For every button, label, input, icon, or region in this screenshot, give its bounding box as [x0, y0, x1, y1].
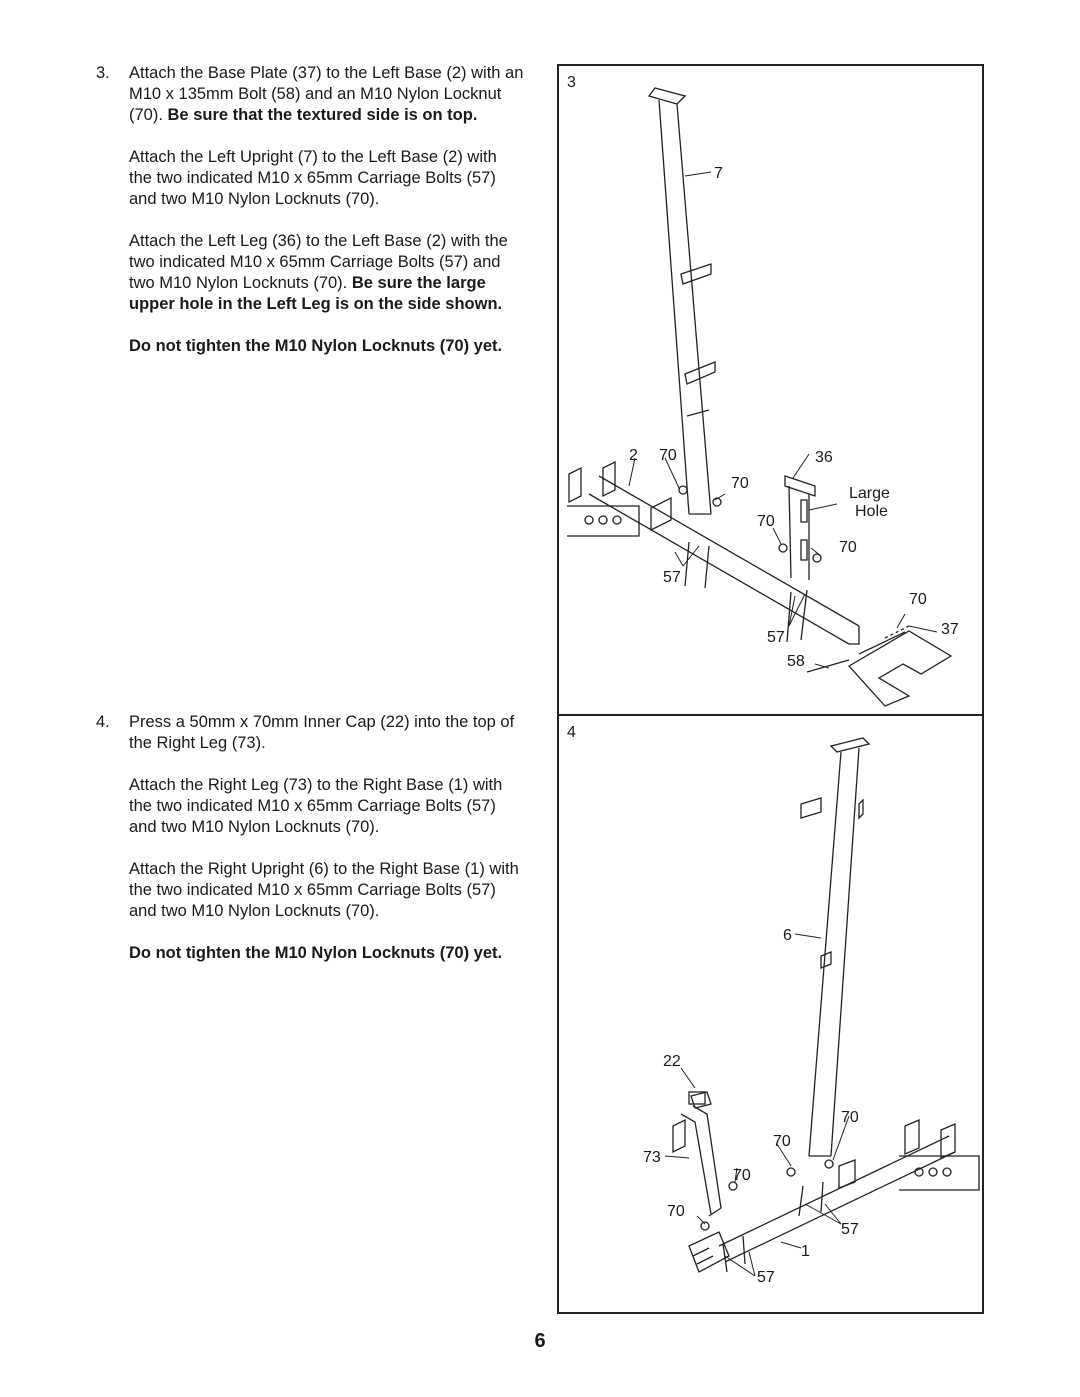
fasteners	[678, 485, 910, 673]
step-number: 3.	[96, 64, 110, 82]
label-nut-a: 70	[659, 447, 677, 464]
paragraph-text: Attach the Left Upright (7) to the Left …	[129, 148, 497, 208]
label-bolt-b: 57	[767, 629, 785, 646]
step-paragraph: Attach the Right Upright (6) to the Righ…	[129, 859, 524, 922]
step-number: 4.	[96, 713, 110, 731]
label-plate: 37	[941, 621, 959, 638]
inner-cap	[688, 1091, 706, 1105]
label-bolt-b: 57	[757, 1269, 775, 1286]
paragraph-text: Attach the Right Upright (6) to the Righ…	[129, 860, 519, 920]
step-paragraph: Attach the Left Leg (36) to the Left Bas…	[129, 231, 524, 315]
assembly-diagram-3: 7 2 70 36 70 Large Hole 70 70 57 70 57 3…	[567, 87, 959, 707]
callout-labels: 6 22 70 70 73 70 70 57 1 57	[643, 927, 859, 1286]
label-upright: 6	[783, 927, 792, 944]
step-paragraph: Do not tighten the M10 Nylon Locknuts (7…	[129, 943, 524, 964]
assembly-diagram-4: 6 22 70 70 73 70 70 57 1 57	[643, 737, 980, 1286]
left-base	[567, 460, 860, 645]
fasteners	[700, 1159, 834, 1273]
step-paragraph: Attach the Right Leg (73) to the Right B…	[129, 775, 524, 838]
label-nut-c: 70	[757, 513, 775, 530]
label-nut-d: 70	[839, 539, 857, 556]
right-base	[718, 1119, 980, 1263]
step-body: Press a 50mm x 70mm Inner Cap (22) into …	[129, 712, 524, 985]
left-leg	[784, 475, 816, 580]
label-bolt-long: 58	[787, 653, 805, 670]
left-upright	[647, 87, 716, 515]
page-number: 6	[534, 1330, 546, 1352]
label-nut-d: 70	[667, 1203, 685, 1220]
warning-text: Be sure that the textured side is on top…	[167, 106, 478, 124]
paragraph-text: Attach the Right Leg (73) to the Right B…	[129, 776, 503, 836]
base-plate	[847, 630, 953, 707]
leader-lines	[664, 933, 850, 1277]
label-cap: 22	[663, 1053, 681, 1070]
paragraph-text: Press a 50mm x 70mm Inner Cap (22) into …	[129, 713, 515, 752]
step-paragraph: Do not tighten the M10 Nylon Locknuts (7…	[129, 336, 524, 357]
step-paragraph: Attach the Base Plate (37) to the Left B…	[129, 63, 524, 126]
warning-text: Do not tighten the M10 Nylon Locknuts (7…	[129, 337, 503, 355]
label-leg: 36	[815, 449, 833, 466]
step-paragraph: Attach the Left Upright (7) to the Left …	[129, 147, 524, 210]
panel-number: 3	[567, 74, 576, 91]
label-upright: 7	[714, 165, 723, 182]
warning-text: Be sure the large upper hole in the Left…	[129, 274, 503, 313]
panel-number: 4	[567, 724, 576, 741]
label-nut-e: 70	[909, 591, 927, 608]
label-nut-c: 70	[733, 1167, 751, 1184]
label-base: 2	[629, 447, 638, 464]
callout-labels: 7 2 70 36 70 Large Hole 70 70 57 70 57 3…	[629, 165, 959, 670]
paragraph-text: Attach the Base Plate (37) to the Left B…	[129, 64, 524, 124]
label-nut-b: 70	[773, 1133, 791, 1150]
warning-text: Do not tighten the M10 Nylon Locknuts (7…	[129, 944, 503, 962]
label-hole: Hole	[855, 503, 888, 520]
diagram-panel-4: 4	[557, 714, 984, 1314]
right-upright	[800, 737, 871, 1157]
label-large: Large	[849, 485, 890, 502]
label-nut-a: 70	[841, 1109, 859, 1126]
label-nut-b: 70	[731, 475, 749, 492]
paragraph-text: Attach the Left Leg (36) to the Left Bas…	[129, 232, 508, 292]
label-leg: 73	[643, 1149, 661, 1166]
step-paragraph: Press a 50mm x 70mm Inner Cap (22) into …	[129, 712, 524, 754]
diagram-panel-3: 3	[557, 64, 984, 716]
leader-lines	[628, 171, 938, 669]
label-bolt-a: 57	[841, 1221, 859, 1238]
label-bolt-a: 57	[663, 569, 681, 586]
label-base: 1	[801, 1243, 810, 1260]
step-body: Attach the Base Plate (37) to the Left B…	[129, 63, 524, 378]
